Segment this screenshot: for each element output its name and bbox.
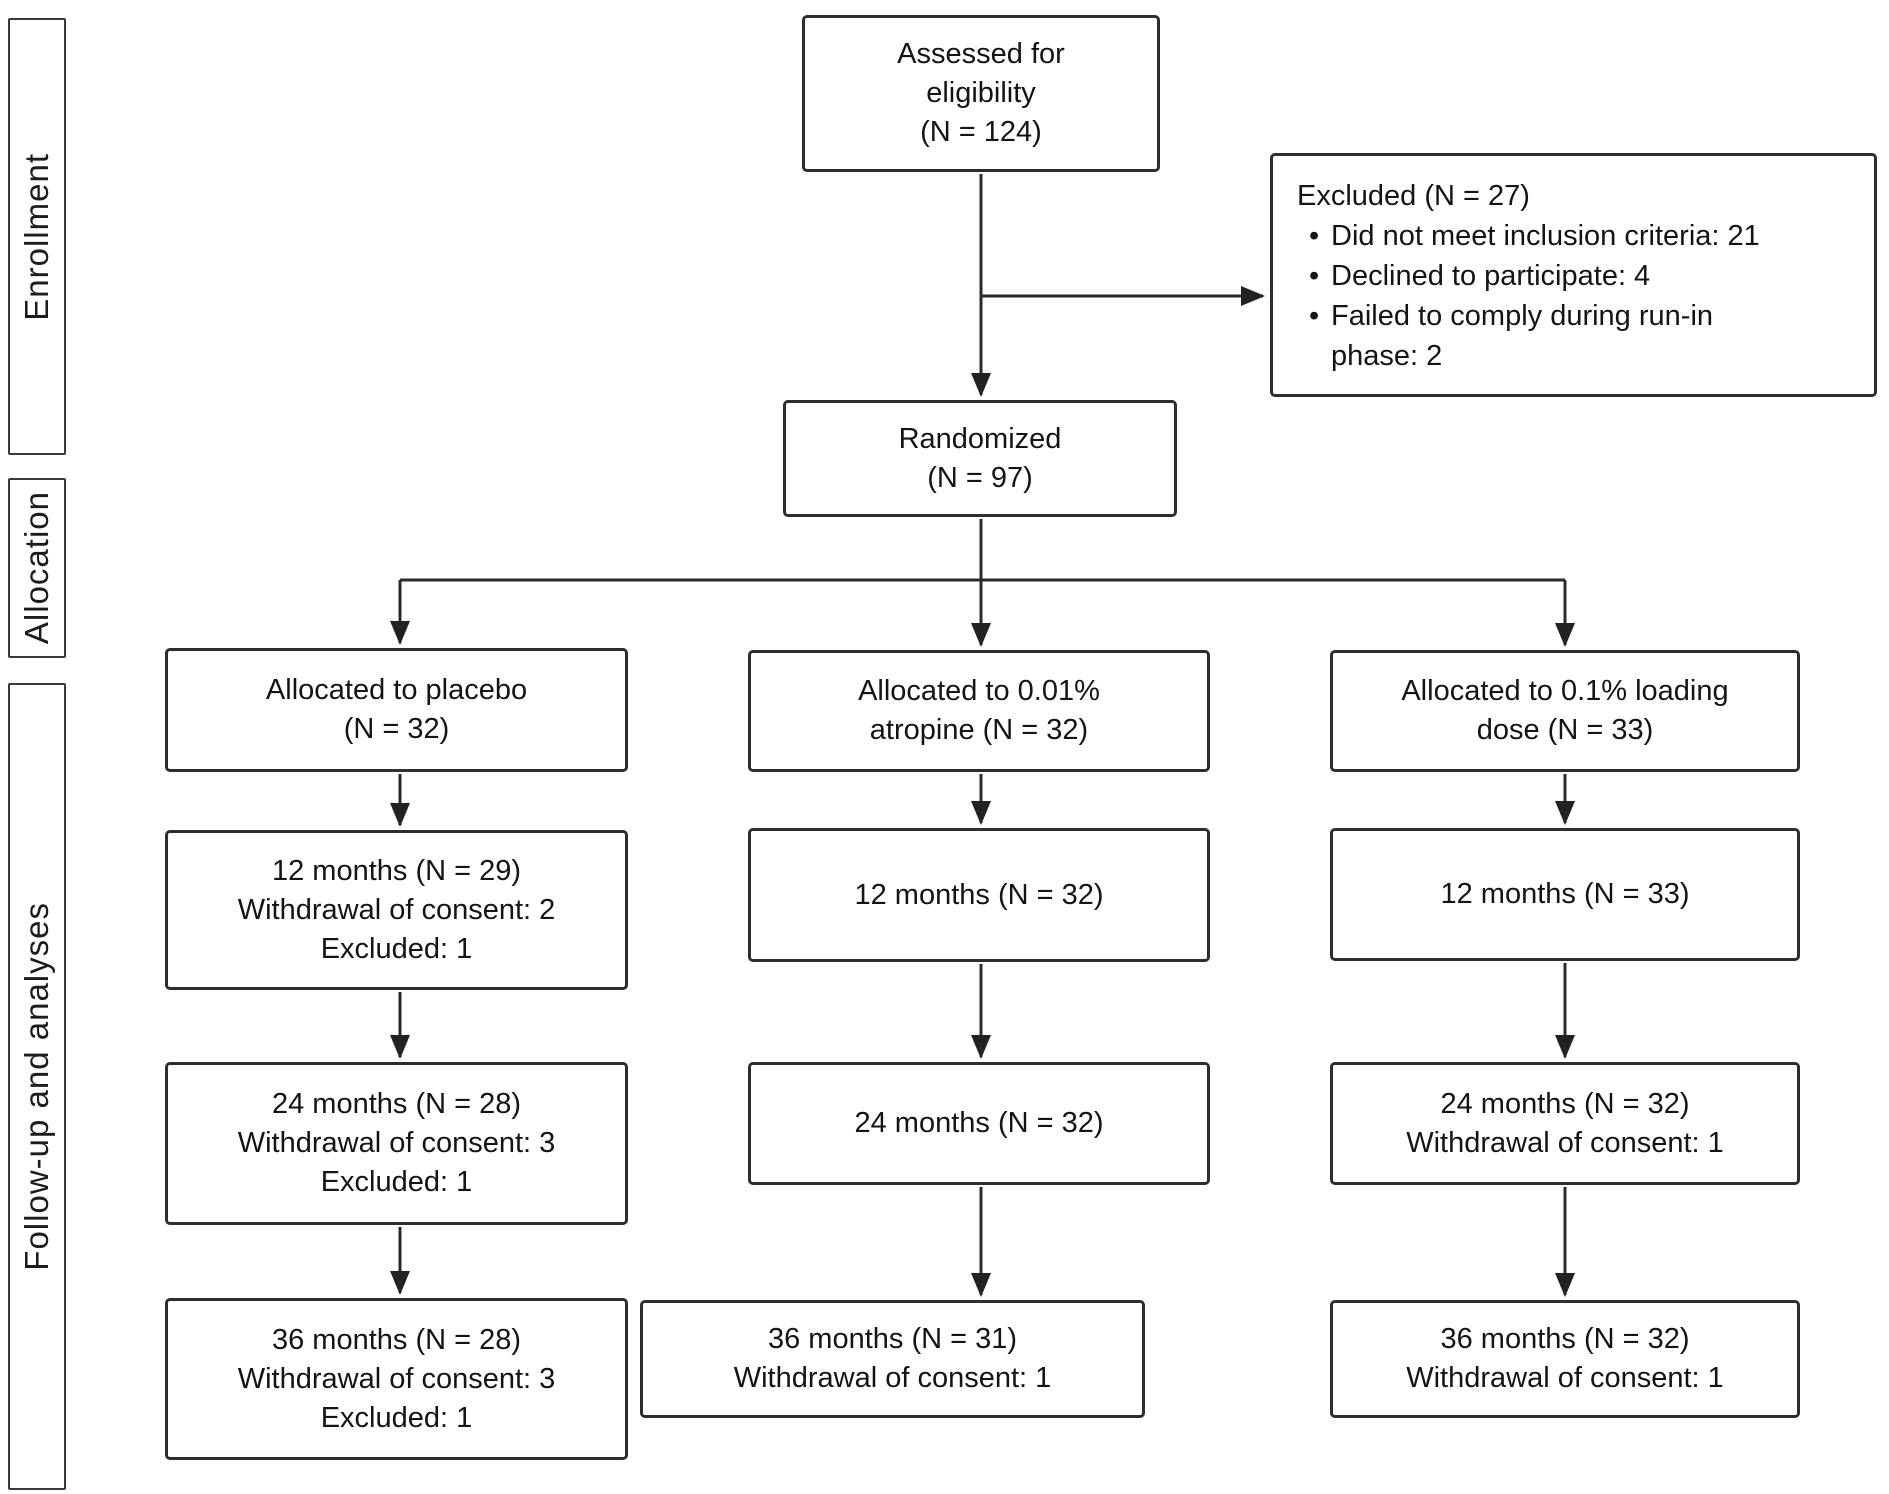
box-alloc-placebo: Allocated to placebo (N = 32) (165, 648, 628, 772)
24m-loading-line-1: 24 months (N = 32) (1440, 1087, 1690, 1120)
stage-enrollment: Enrollment (8, 18, 66, 455)
alloc-loading-line-1: Allocated to 0.1% loading (1401, 675, 1729, 707)
24m-placebo-line-3: Excluded: 1 (320, 1166, 473, 1198)
excluded-bullet-1: Did not meet inclusion criteria: 21 (1297, 216, 1760, 256)
36m-placebo-line-3: Excluded: 1 (320, 1401, 473, 1434)
excluded-bullet-2: Declined to participate: 4 (1297, 256, 1650, 296)
alloc-loading-line-2: dose (N = 33) (1476, 714, 1654, 746)
box-randomized: Randomized (N = 97) (783, 400, 1177, 517)
24m-placebo-line-1: 24 months (N = 28) (271, 1088, 522, 1120)
box-12m-loading: 12 months (N = 33) (1330, 828, 1800, 961)
stage-allocation-label: Allocation (18, 491, 55, 645)
assessed-line-1: Assessed for (897, 38, 1065, 70)
stage-enrollment-label: Enrollment (18, 152, 55, 321)
box-assessed: Assessed for eligibility (N = 124) (802, 15, 1160, 172)
randomized-line-2: (N = 97) (927, 461, 1033, 494)
stage-followup: Follow-up and analyses (8, 683, 66, 1490)
12m-placebo-line-1: 12 months (N = 29) (271, 854, 522, 887)
36m-loading-line-2: Withdrawal of consent: 1 (1406, 1362, 1724, 1394)
randomized-line-1: Randomized (898, 422, 1062, 455)
box-12m-placebo: 12 months (N = 29) Withdrawal of consent… (165, 830, 628, 990)
12m-atropine-line-1: 12 months (N = 32) (854, 878, 1104, 911)
36m-atropine-line-1: 36 months (N = 31) (767, 1323, 1018, 1355)
alloc-placebo-line-2: (N = 32) (343, 713, 450, 745)
box-36m-loading: 36 months (N = 32) Withdrawal of consent… (1330, 1300, 1800, 1418)
alloc-atropine-line-1: Allocated to 0.01% (858, 675, 1100, 707)
24m-atropine-line-1: 24 months (N = 32) (854, 1107, 1104, 1139)
stage-followup-label: Follow-up and analyses (18, 902, 55, 1271)
excluded-title: Excluded (N = 27) (1297, 180, 1530, 212)
box-12m-atropine: 12 months (N = 32) (748, 828, 1210, 962)
12m-placebo-line-3: Excluded: 1 (320, 932, 473, 965)
box-alloc-loading-01: Allocated to 0.1% loading dose (N = 33) (1330, 650, 1800, 772)
12m-loading-line-1: 12 months (N = 33) (1440, 878, 1690, 910)
36m-placebo-line-1: 36 months (N = 28) (271, 1323, 522, 1356)
box-36m-placebo: 36 months (N = 28) Withdrawal of consent… (165, 1298, 628, 1460)
box-36m-atropine: 36 months (N = 31) Withdrawal of consent… (640, 1300, 1145, 1418)
24m-loading-line-2: Withdrawal of consent: 1 (1406, 1126, 1724, 1159)
36m-atropine-line-2: Withdrawal of consent: 1 (733, 1362, 1052, 1394)
excluded-bullet-3: Failed to comply during run-in (1297, 296, 1713, 336)
assessed-line-2: eligibility (926, 77, 1036, 109)
stage-allocation: Allocation (8, 478, 66, 658)
36m-loading-line-1: 36 months (N = 32) (1440, 1323, 1690, 1355)
24m-placebo-line-2: Withdrawal of consent: 3 (237, 1127, 556, 1159)
box-24m-placebo: 24 months (N = 28) Withdrawal of consent… (165, 1062, 628, 1225)
alloc-placebo-line-1: Allocated to placebo (265, 674, 528, 706)
alloc-atropine-line-2: atropine (N = 32) (869, 714, 1089, 746)
box-excluded: Excluded (N = 27) Did not meet inclusion… (1270, 153, 1877, 397)
box-alloc-atropine-001: Allocated to 0.01% atropine (N = 32) (748, 650, 1210, 772)
box-24m-loading: 24 months (N = 32) Withdrawal of consent… (1330, 1062, 1800, 1185)
assessed-line-3: (N = 124) (920, 116, 1042, 148)
box-24m-atropine: 24 months (N = 32) (748, 1062, 1210, 1185)
excluded-bullet-3-cont: phase: 2 (1331, 340, 1443, 372)
36m-placebo-line-2: Withdrawal of consent: 3 (237, 1362, 556, 1395)
12m-placebo-line-2: Withdrawal of consent: 2 (237, 893, 556, 926)
